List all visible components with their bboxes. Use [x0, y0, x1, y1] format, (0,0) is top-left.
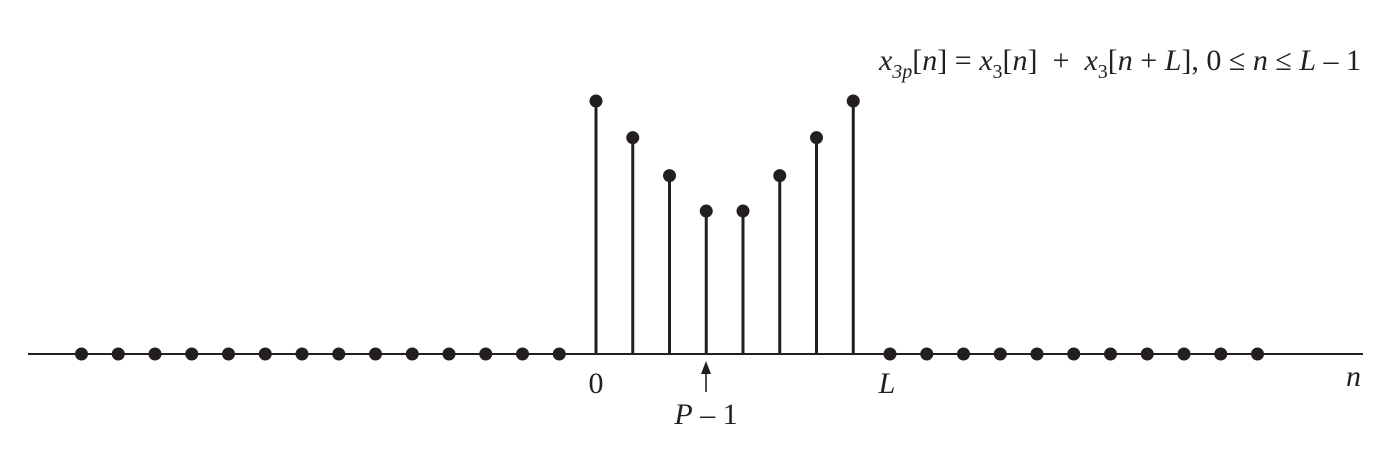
eq-x3-b-sub: 3: [1098, 61, 1108, 83]
stem-dot: [1214, 347, 1228, 361]
stem-dot: [589, 94, 603, 108]
stem-dot: [883, 347, 897, 361]
eq-part-5: [: [1108, 44, 1118, 77]
stem-dot: [1104, 347, 1117, 361]
eq-x3-a-sub: 3: [993, 61, 1003, 83]
stem-dot: [1251, 347, 1264, 361]
tick-label-L: L: [878, 367, 896, 400]
eq-x3-a: x: [978, 44, 993, 77]
stem-dot: [369, 347, 382, 361]
stem-dot: [516, 347, 529, 361]
stem-dot: [405, 347, 419, 361]
eq-part-6: +: [1133, 44, 1165, 77]
stem-dot: [332, 347, 346, 361]
eq-x3p: x: [878, 44, 893, 77]
stem-dot: [736, 204, 750, 218]
eq-L-2: L: [1298, 44, 1316, 77]
eq-part-9: – 1: [1316, 44, 1361, 77]
stem-dot: [1030, 347, 1044, 361]
eq-part-1: [: [912, 44, 922, 77]
tick-label-zero: 0: [589, 367, 604, 400]
minus-one-text: – 1: [693, 398, 738, 431]
stem-dot: [148, 347, 162, 361]
eq-x3-b: x: [1083, 44, 1098, 77]
eq-n-2: n: [1013, 44, 1028, 77]
stem-dot: [442, 347, 456, 361]
equation-annotation: x3p[n] = x3[n] + x3[n + L], 0 ≤ n ≤ L – …: [878, 44, 1361, 83]
stem-dot: [773, 169, 787, 183]
stem-series: [75, 94, 1264, 361]
stem-dot: [185, 347, 199, 361]
stem-dot: [1140, 347, 1154, 361]
stem-dot: [552, 347, 566, 361]
stem-dot: [920, 347, 934, 361]
stem-dot: [479, 347, 493, 361]
eq-x3p-sub: 3p: [891, 61, 912, 83]
eq-n-3: n: [1118, 44, 1133, 77]
stem-dot: [295, 347, 309, 361]
stem-dot: [222, 347, 235, 361]
stem-dot: [626, 131, 640, 145]
eq-part-3: [: [1003, 44, 1013, 77]
eq-part-2: ] =: [937, 44, 979, 77]
stem-dot: [75, 347, 88, 361]
eq-part-4: ] +: [1028, 44, 1085, 77]
stem-dot: [846, 94, 860, 108]
eq-n-4: n: [1253, 44, 1268, 77]
stem-dot: [810, 131, 823, 145]
stem-dot: [111, 347, 125, 361]
arrow-up-icon: [701, 361, 711, 374]
stem-dot: [993, 347, 1007, 361]
stem-dot: [258, 347, 272, 361]
stem-dot: [699, 204, 713, 218]
p-symbol: P: [673, 398, 692, 431]
eq-L-1: L: [1164, 44, 1182, 77]
stem-dot: [1067, 347, 1081, 361]
eq-part-8: ≤: [1268, 44, 1299, 77]
eq-n-1: n: [922, 44, 937, 77]
stem-dot: [1177, 347, 1191, 361]
p-minus-1-marker: P – 1: [673, 361, 738, 431]
x-axis-label: n: [1346, 360, 1361, 393]
stem-dot: [957, 347, 970, 361]
eq-part-7: ], 0 ≤: [1181, 44, 1252, 77]
stem-dot: [663, 169, 676, 183]
tick-label-p-minus-1: P – 1: [673, 398, 737, 431]
